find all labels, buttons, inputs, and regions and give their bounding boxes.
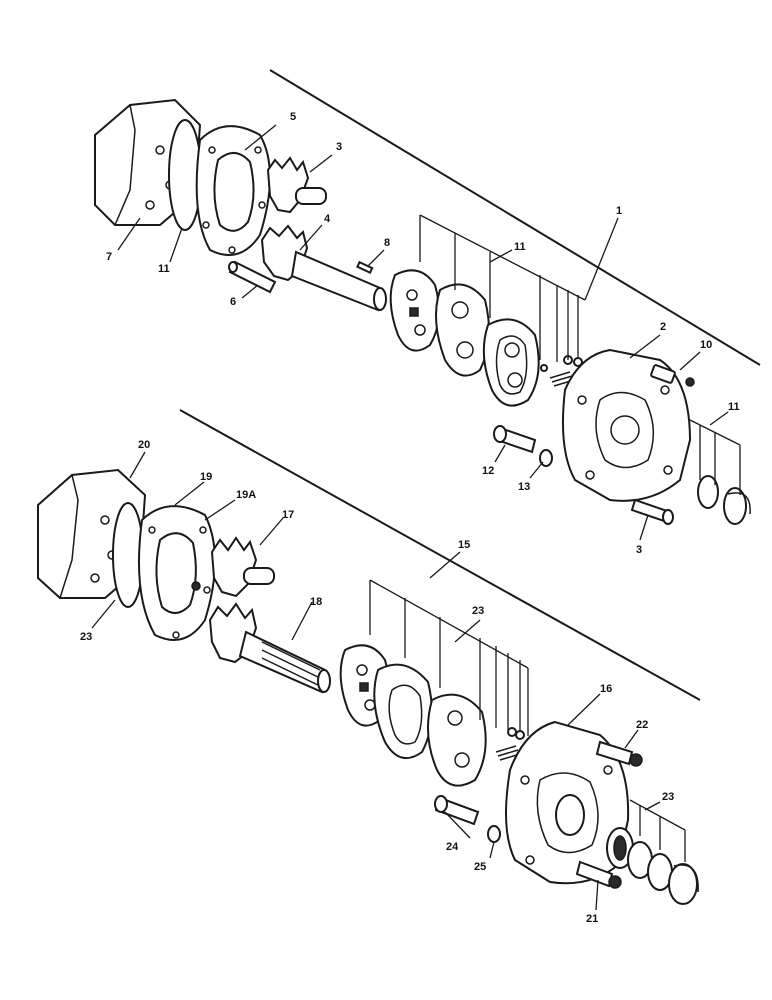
callout-1: 1 bbox=[616, 205, 622, 217]
top-wear-plate bbox=[435, 283, 490, 377]
top-group-bracket bbox=[419, 214, 586, 362]
top-assembly: 5 3 4 8 6 7 11 11 1 2 10 11 12 13 3 bbox=[94, 69, 761, 556]
callout-11-top-right: 11 bbox=[728, 401, 740, 413]
bottom-driven-gear bbox=[210, 536, 275, 598]
callout-22: 22 bbox=[636, 719, 648, 731]
callout-3-bottom: 3 bbox=[636, 544, 642, 556]
callout-24: 24 bbox=[446, 841, 459, 853]
callout-3-top: 3 bbox=[336, 141, 342, 153]
top-shaft-seals bbox=[697, 475, 751, 525]
callout-19: 19 bbox=[200, 471, 212, 483]
callout-23-right: 23 bbox=[662, 791, 674, 803]
top-dowel-pin bbox=[228, 260, 277, 294]
callout-11-top-left: 11 bbox=[158, 263, 170, 275]
callout-17: 17 bbox=[282, 509, 294, 521]
callout-16: 16 bbox=[600, 683, 612, 695]
top-gasket bbox=[389, 269, 440, 352]
top-bolt bbox=[493, 425, 537, 454]
callout-20: 20 bbox=[138, 439, 150, 451]
bottom-gear-housing bbox=[138, 505, 216, 641]
callout-7: 7 bbox=[106, 251, 112, 263]
callout-5: 5 bbox=[290, 111, 296, 123]
callout-11-top-mid: 11 bbox=[514, 241, 526, 253]
top-key bbox=[356, 260, 374, 275]
bottom-assembly-axis-line bbox=[179, 409, 701, 701]
bottom-spring-seals bbox=[495, 727, 525, 761]
top-leader-lines bbox=[117, 124, 729, 541]
bottom-assembly: 20 19 19A 17 15 23 18 23 16 22 23 24 25 … bbox=[37, 409, 701, 925]
callout-6: 6 bbox=[230, 296, 236, 308]
top-plug bbox=[650, 364, 695, 387]
bottom-seal-bracket bbox=[629, 799, 686, 862]
callout-2: 2 bbox=[660, 321, 666, 333]
callout-23-mid: 23 bbox=[472, 605, 484, 617]
top-seal-bracket bbox=[689, 419, 741, 495]
callout-8: 8 bbox=[384, 237, 390, 249]
callout-25: 25 bbox=[474, 861, 486, 873]
callout-15: 15 bbox=[458, 539, 470, 551]
top-driven-gear bbox=[266, 156, 327, 214]
callout-12: 12 bbox=[482, 465, 494, 477]
top-lower-bolt bbox=[630, 498, 674, 525]
callout-10: 10 bbox=[700, 339, 712, 351]
top-gear-housing bbox=[195, 125, 271, 256]
callout-23-left: 23 bbox=[80, 631, 92, 643]
top-thrust-plate bbox=[482, 318, 540, 407]
bottom-leader-lines bbox=[91, 451, 661, 911]
bottom-wear-plate bbox=[373, 663, 433, 760]
top-drive-gear-shaft bbox=[260, 224, 387, 312]
bottom-bolt-22 bbox=[595, 740, 643, 767]
top-end-cover bbox=[561, 348, 692, 502]
bottom-washer bbox=[487, 825, 501, 843]
bottom-drive-gear-shaft bbox=[208, 602, 331, 694]
top-assembly-axis-line bbox=[269, 69, 761, 366]
bottom-bolt-21 bbox=[575, 860, 622, 889]
bottom-group-bracket bbox=[369, 579, 529, 736]
callout-4: 4 bbox=[324, 213, 331, 225]
bottom-thrust-plate bbox=[427, 693, 487, 787]
callout-21: 21 bbox=[586, 913, 598, 925]
callout-18: 18 bbox=[310, 596, 322, 608]
bottom-bolt-24 bbox=[434, 795, 480, 826]
bottom-shaft-seals bbox=[606, 827, 699, 905]
callout-13: 13 bbox=[518, 481, 530, 493]
callout-19a: 19A bbox=[236, 489, 256, 501]
